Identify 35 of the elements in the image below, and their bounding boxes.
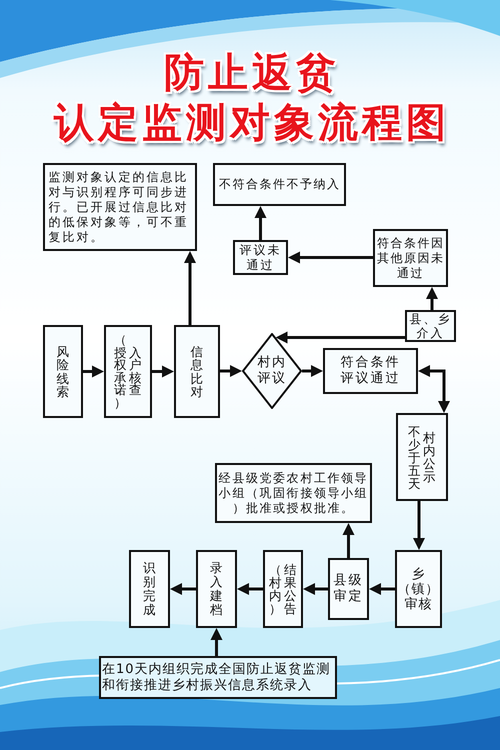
process-box: 县、乡介入 xyxy=(405,310,456,342)
process-box: 结果公告（村内） xyxy=(263,550,303,628)
arrow xyxy=(303,583,328,595)
process-box: 风险线索 xyxy=(43,325,83,418)
process-box: 入户核查（授权承诺） xyxy=(104,325,152,418)
note-box: 在10天内组织完成全国防止返贫监测和衔接推进乡村振兴信息系统录入 xyxy=(99,656,337,699)
arrow xyxy=(237,583,263,595)
arrow xyxy=(220,365,242,377)
arrow xyxy=(210,628,222,656)
arrow xyxy=(170,583,196,595)
arrow xyxy=(276,332,405,344)
process-box: 符合条件因其他原因未通过 xyxy=(373,229,448,287)
arrow xyxy=(83,366,104,378)
arrow xyxy=(288,252,373,264)
process-box: 符合条件评议通过 xyxy=(323,348,418,394)
arrow xyxy=(184,251,196,325)
process-box: 评议未通过 xyxy=(233,240,288,275)
process-box: 不符合条件不予纳入 xyxy=(213,163,346,206)
arrow xyxy=(254,206,266,240)
decision-diamond: 村内评议 xyxy=(242,333,302,409)
arrow xyxy=(369,583,395,595)
note-box: 监测对象认定的信息比对与识别程序可同步进行。已开展过信息比对的低保对象等，可不重复比对。 xyxy=(43,163,197,251)
note-box: 经县级党委农村工作领导小组（巩固衔接领导小组）批准或授权批准。 xyxy=(215,463,372,523)
arrow xyxy=(152,366,174,378)
title: 防止返贫认定监测对象流程图 xyxy=(52,49,450,148)
process-box: 乡（镇）审核 xyxy=(395,550,442,628)
arrow xyxy=(302,365,323,377)
process-box: 县级审定 xyxy=(328,558,369,620)
process-box: 录入建档 xyxy=(196,550,237,628)
arrow xyxy=(418,365,450,413)
process-box: 信息比对 xyxy=(174,325,220,418)
arrow xyxy=(413,501,425,550)
arrow xyxy=(342,523,354,558)
process-box: 识别完成 xyxy=(129,550,170,628)
arrow xyxy=(426,287,438,310)
